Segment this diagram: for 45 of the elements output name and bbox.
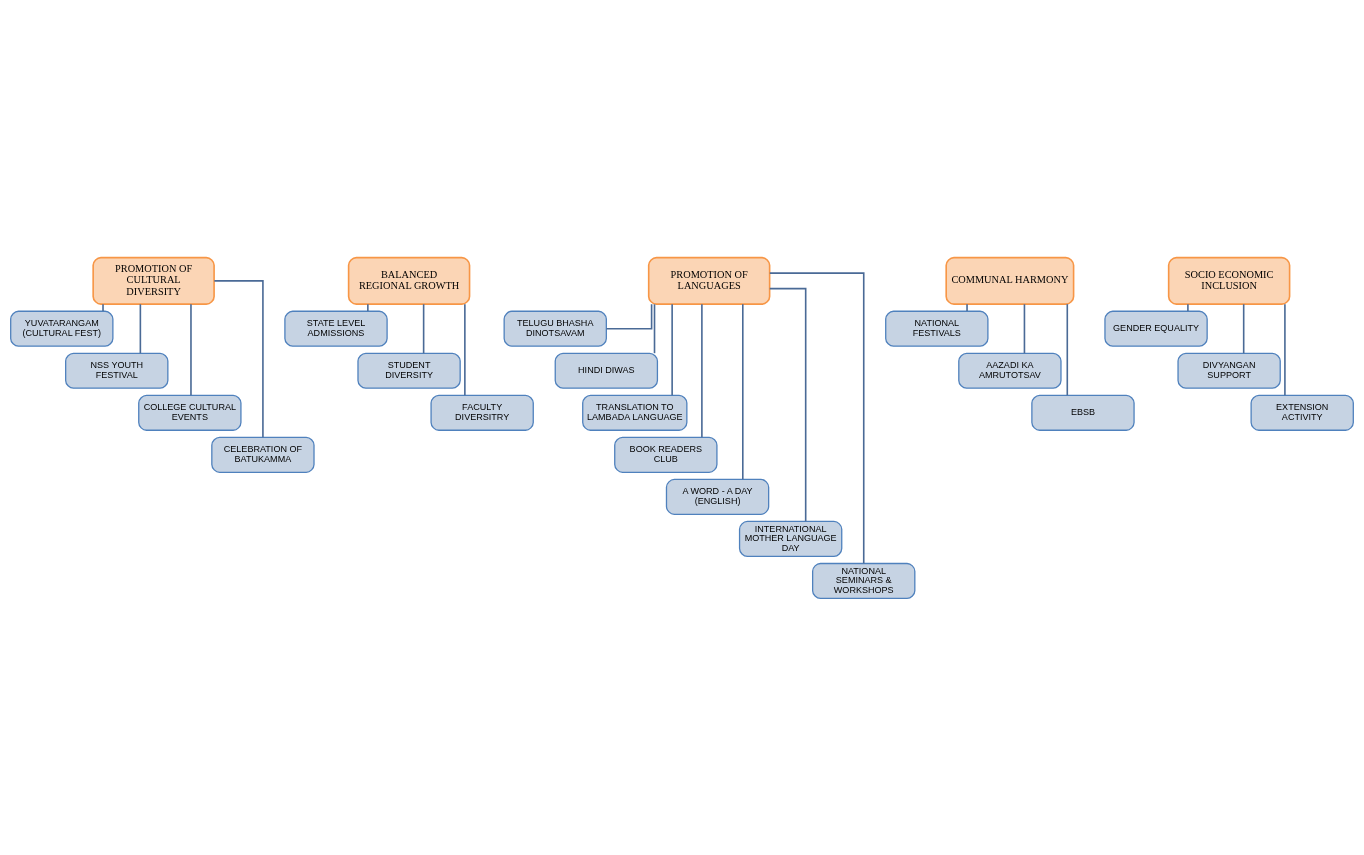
connector (769, 271, 865, 564)
connector (653, 302, 656, 354)
node-box: BOOK READERS CLUB (614, 436, 718, 473)
connector (1023, 302, 1026, 354)
node-box: AAZADI KA AMRUTOTSAV (958, 352, 1062, 389)
node-box: TELUGU BHASHA DINOTSAVAM (503, 310, 607, 347)
node-box: NSS YOUTH FESTIVAL (65, 352, 169, 389)
node-box: SOCIO ECONOMIC INCLUSION (1167, 256, 1291, 305)
connector (1066, 302, 1069, 396)
node-box: FACULTY DIVERSITRY (430, 394, 534, 431)
node-box: COLLEGE CULTURAL EVENTS (138, 394, 242, 431)
connector (605, 302, 653, 330)
connector (422, 302, 425, 354)
node-box: EXTENSION ACTIVITY (1250, 394, 1354, 431)
node-box: INTERNATIONAL MOTHER LANGUAGE DAY (738, 520, 843, 557)
connector (367, 302, 369, 312)
connector (742, 302, 744, 480)
connector (768, 287, 807, 522)
connector (701, 303, 703, 438)
connector (1284, 302, 1286, 396)
node-box: COMMUNAL HARMONY (945, 256, 1075, 305)
node-box: DIVYANGAN SUPPORT (1177, 352, 1281, 389)
connector (464, 302, 466, 396)
node-box: CELEBRATION OF BATUKAMMA (211, 436, 315, 473)
connector (190, 302, 192, 396)
connector (213, 279, 264, 438)
node-box: PROMOTION OF CULTURAL DIVERSITY (92, 256, 215, 305)
node-box: TRANSLATION TO LAMBADA LANGUAGE (582, 394, 688, 431)
connector (139, 302, 142, 354)
node-box: STATE LEVEL ADMISSIONS (284, 310, 388, 347)
node-box: YUVATARANGAM (CULTURAL FEST) (10, 310, 114, 347)
node-box: GENDER EQUALITY (1104, 310, 1208, 347)
node-box: EBSB (1031, 394, 1135, 431)
connector (1187, 302, 1189, 312)
node-box: HINDI DIWAS (554, 352, 659, 389)
node-box: PROMOTION OF LANGUAGES (647, 256, 771, 305)
node-box: BALANCED REGIONAL GROWTH (347, 256, 471, 305)
node-box: NATIONAL FESTIVALS (885, 310, 989, 347)
node-box: STUDENT DIVERSITY (357, 352, 461, 389)
node-box: A WORD - A DAY (ENGLISH) (665, 478, 770, 515)
connector (1242, 302, 1245, 354)
connector (102, 302, 104, 312)
node-box: NATIONAL SEMINARS & WORKSHOPS (812, 562, 916, 599)
connector (966, 302, 968, 312)
connector (671, 302, 673, 396)
